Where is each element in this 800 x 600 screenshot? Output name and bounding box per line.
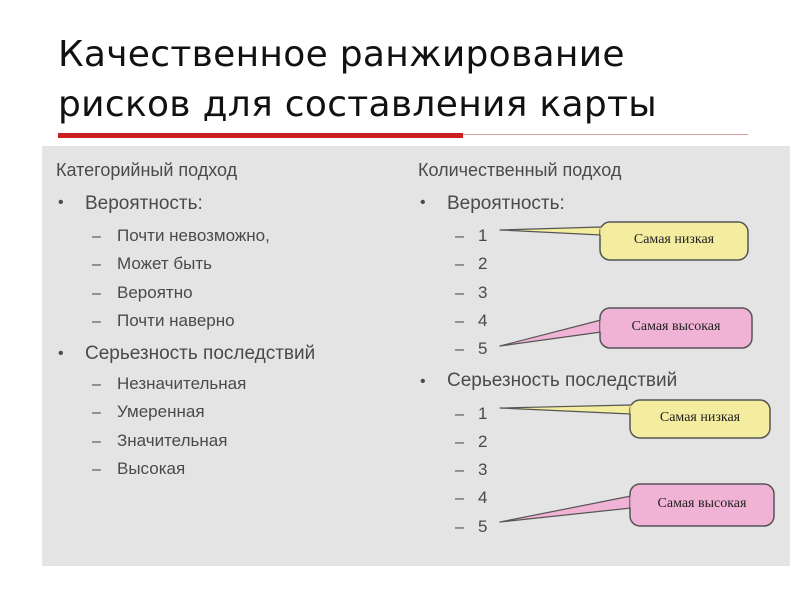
dash-icon: – [455,519,464,536]
dash-icon: – [92,256,101,273]
left-heading: Категорийный подход [56,160,238,180]
right-severity-item: 1 [478,404,488,423]
callout-probability-highest-label: Самая высокая [631,319,721,334]
title-line-1: Качественное ранжирование [58,34,625,75]
callout-severity-lowest-label: Самая низкая [659,410,741,425]
dash-icon: – [455,434,464,451]
dash-icon: – [455,462,464,479]
left-severity-item: Значительная [117,431,228,450]
left-severity-label: Серьезность последствий [85,343,316,364]
right-probability-item: 1 [478,226,488,245]
right-probability-label: Вероятность: [447,193,565,214]
dash-icon: – [92,433,101,450]
bullet-icon: • [420,194,426,211]
title-line-2: рисков для составления карты [58,84,657,125]
dash-icon: – [455,313,464,330]
right-probability-item: 4 [478,311,488,330]
right-severity-item: 3 [478,460,488,479]
dash-icon: – [92,376,101,393]
dash-icon: – [455,256,464,273]
right-heading: Количественный подход [418,160,622,180]
right-probability-item: 5 [478,339,488,358]
dash-icon: – [92,313,101,330]
left-probability-label: Вероятность: [85,193,203,214]
dash-icon: – [455,228,464,245]
left-severity-item: Умеренная [117,402,205,421]
callout-probability-lowest-label: Самая низкая [633,232,715,247]
dash-icon: – [92,404,101,421]
left-probability-item: Может быть [117,254,212,273]
left-probability-item: Вероятно [117,283,193,302]
right-probability-item: 3 [478,283,488,302]
title-divider-accent [58,133,463,138]
right-severity-item: 4 [478,488,488,507]
bullet-icon: • [420,373,426,390]
right-probability-item: 2 [478,254,488,273]
callout-severity-highest-label: Самая высокая [657,496,747,511]
left-probability-item: Почти наверно [117,311,235,330]
bullet-icon: • [58,345,64,362]
dash-icon: – [455,285,464,302]
left-probability-item: Почти невозможно, [117,226,270,245]
left-severity-item: Высокая [117,459,186,478]
right-severity-item: 5 [478,517,488,536]
slide-title: Качественное ранжирование рисков для сос… [58,30,778,130]
dash-icon: – [92,461,101,478]
dash-icon: – [92,228,101,245]
right-severity-item: 2 [478,432,488,451]
dash-icon: – [455,490,464,507]
dash-icon: – [92,285,101,302]
left-severity-item: Незначительная [117,374,247,393]
right-severity-label: Серьезность последствий [447,370,678,391]
dash-icon: – [455,406,464,423]
bullet-icon: • [58,194,64,211]
dash-icon: – [455,341,464,358]
